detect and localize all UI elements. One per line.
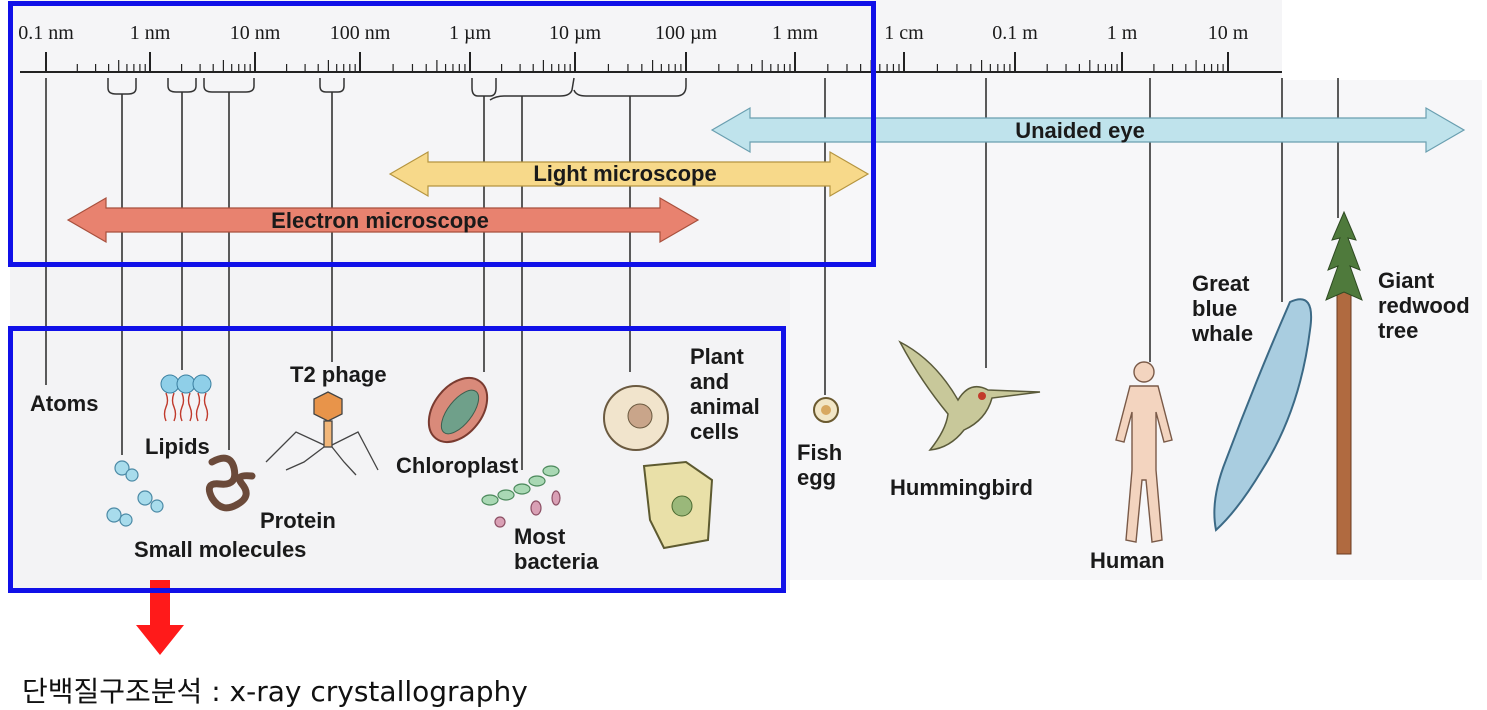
whale-illustration: [1213, 298, 1312, 532]
electron-microscope-label: Electron microscope: [271, 208, 489, 233]
bacterium-icon: [530, 500, 542, 516]
lipid-head-icon: [192, 374, 212, 394]
cell-nucleus-icon: [627, 403, 653, 429]
human-body-icon: [1115, 385, 1173, 543]
human-head-icon: [1133, 361, 1155, 383]
redwood-illustration: [1325, 210, 1363, 555]
plant-animal-cells-label: Plant and animal cells: [690, 344, 760, 444]
hummingbird-throat-icon: [978, 392, 986, 400]
bacterium-icon: [528, 475, 546, 487]
most-bacteria-label: Most bacteria: [514, 524, 599, 574]
tick-label: 100 µm: [654, 22, 718, 44]
human-illustration: [1115, 361, 1173, 543]
fish-egg-label: Fish egg: [797, 440, 843, 490]
hummingbird-illustration: [898, 340, 1041, 451]
tick-label: 0.1 m: [992, 22, 1038, 44]
tick-label: 1 nm: [129, 22, 171, 44]
tick-label: 10 µm: [548, 22, 602, 44]
hummingbird-label: Hummingbird: [890, 475, 1033, 500]
microscope-range-highlight-box: [8, 1, 876, 267]
molecule-icon: [150, 499, 164, 513]
lipids-illustration: [160, 374, 212, 422]
bacterium-icon: [551, 490, 561, 506]
bacterium-icon: [513, 483, 531, 495]
protein-coil-icon: [205, 454, 256, 512]
chloroplast-illustration: [427, 377, 489, 443]
hummingbird-icon: [898, 340, 1041, 451]
human-label: Human: [1090, 548, 1165, 573]
tick-label: 1 m: [1106, 22, 1138, 44]
redwood-trunk-icon: [1336, 289, 1352, 555]
t2-phage-illustration: [265, 391, 379, 476]
lipid-tails-icon: [163, 392, 209, 422]
bracket-cells: [573, 78, 687, 97]
unaided-eye-label: Unaided eye: [1015, 118, 1145, 143]
bacterium-icon: [481, 494, 499, 506]
tick-label: 0.1 nm: [18, 22, 74, 44]
plant-cell-nucleus-icon: [671, 495, 693, 517]
tick-label: 100 nm: [329, 22, 391, 44]
light-microscope-label: Light microscope: [533, 161, 717, 186]
cells-illustration: [603, 385, 714, 550]
fish-egg-illustration: [813, 397, 839, 423]
phage-legs-icon: [265, 431, 379, 476]
small-molecules-illustration: [106, 460, 164, 527]
chloroplast-label: Chloroplast: [396, 453, 519, 478]
protein-illustration: [205, 454, 256, 512]
tick-label: 1 mm: [771, 22, 819, 44]
light-microscope-arrow: [388, 150, 870, 198]
molecule-icon: [125, 468, 139, 482]
redwood-crown-icon: [1325, 210, 1363, 301]
lipids-label: Lipids: [145, 434, 210, 459]
red-down-arrow: [136, 580, 184, 655]
whale-icon: [1213, 298, 1312, 532]
tick-label: 10 nm: [229, 22, 281, 44]
bracket-protein: [203, 78, 255, 93]
microscopic-objects-highlight-box: [8, 326, 786, 593]
bracket-bacteria: [489, 77, 575, 101]
chloroplast-thylakoid-icon: [440, 389, 480, 435]
bacteria-illustration: [481, 465, 561, 528]
log-scale-ruler: [20, 52, 1282, 73]
phage-tail-icon: [323, 420, 333, 448]
molecule-icon: [114, 460, 130, 476]
protein-label: Protein: [260, 508, 336, 533]
small-molecules-label: Small molecules: [134, 537, 307, 562]
unaided-eye-arrow: [710, 106, 1466, 154]
molecule-icon: [137, 490, 153, 506]
bacterium-icon: [542, 465, 560, 477]
tick-label: 10 m: [1207, 22, 1249, 44]
great-blue-whale-label: Great blue whale: [1192, 271, 1254, 346]
bacterium-icon: [497, 489, 515, 501]
giant-redwood-label: Giant redwood tree: [1378, 268, 1470, 343]
fish-egg-yolk-icon: [821, 405, 831, 415]
molecule-icon: [106, 507, 122, 523]
electron-microscope-arrow: [66, 196, 700, 244]
bacterium-icon: [494, 516, 506, 528]
t2-phage-label: T2 phage: [290, 362, 387, 387]
molecule-icon: [119, 513, 133, 527]
caption-text: 단백질구조분석 : x-ray crystallography: [22, 675, 528, 708]
tick-label: 1 cm: [884, 22, 924, 44]
tick-label: 1 µm: [448, 22, 492, 44]
atoms-label: Atoms: [30, 391, 99, 416]
